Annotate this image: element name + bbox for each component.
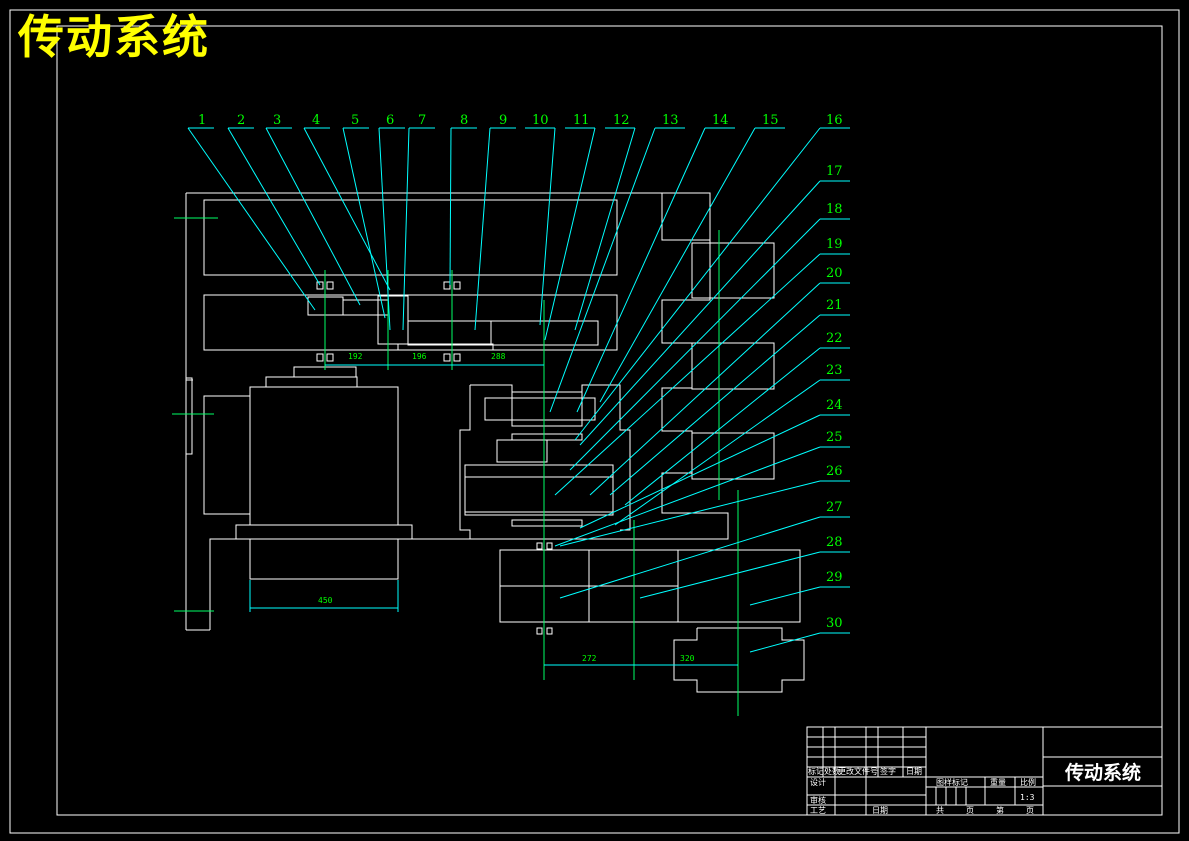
drawing-frame xyxy=(9,9,1180,834)
tb-label: 更改文件号 xyxy=(838,767,878,776)
leader-lines xyxy=(187,127,850,653)
part-label: 5 xyxy=(351,113,359,128)
dimension-labels: 192 196 288 450 272 320 xyxy=(318,352,695,663)
part-label: 21 xyxy=(826,298,843,313)
tb-label: 审核 xyxy=(810,796,826,805)
dimension-value: 192 xyxy=(348,352,363,361)
tb-label: 日期 xyxy=(872,806,888,815)
tb-label: 第 xyxy=(996,806,1004,815)
dimension-value: 196 xyxy=(412,352,427,361)
dimension-value: 272 xyxy=(582,654,597,663)
dimension-value: 288 xyxy=(491,352,506,361)
part-label: 1 xyxy=(198,113,206,128)
tb-label: 设计 xyxy=(810,778,826,787)
part-label: 14 xyxy=(712,113,729,128)
title-block xyxy=(806,726,1163,816)
part-label: 3 xyxy=(273,113,281,128)
dimension-lines xyxy=(249,364,738,666)
part-number-labels: 1 2 3 4 5 6 7 8 9 10 11 12 13 14 15 16 1… xyxy=(198,113,843,631)
tb-label: 重量 xyxy=(990,778,1006,787)
tb-label: 比例 xyxy=(1020,778,1036,787)
tb-label: 日期 xyxy=(906,767,922,776)
tb-label: 标记处数 xyxy=(808,767,840,776)
tb-label: 页 xyxy=(966,806,974,815)
part-label: 16 xyxy=(826,113,843,128)
dimension-value: 320 xyxy=(680,654,695,663)
part-label: 7 xyxy=(418,113,426,128)
part-label: 11 xyxy=(573,113,590,128)
part-label: 18 xyxy=(826,202,843,217)
part-label: 17 xyxy=(826,164,843,179)
part-label: 27 xyxy=(826,500,843,515)
part-label: 4 xyxy=(312,113,320,128)
part-label: 25 xyxy=(826,430,843,445)
part-label: 19 xyxy=(826,237,843,252)
part-label: 15 xyxy=(762,113,779,128)
tb-label: 页 xyxy=(1026,806,1034,815)
part-label: 26 xyxy=(826,464,843,479)
part-label: 29 xyxy=(826,570,843,585)
drawing-title: 传动系统 xyxy=(18,10,210,64)
dimension-value: 450 xyxy=(318,596,333,605)
tb-label: 工艺 xyxy=(810,806,826,815)
part-label: 9 xyxy=(499,113,507,128)
part-label: 28 xyxy=(826,535,843,550)
part-label: 20 xyxy=(826,266,843,281)
title-block-scale: 1:3 xyxy=(1020,793,1035,802)
tb-label: 共 xyxy=(936,806,944,815)
center-lines xyxy=(172,217,739,716)
part-label: 2 xyxy=(237,113,245,128)
part-label: 6 xyxy=(386,113,394,128)
part-label: 23 xyxy=(826,363,843,378)
mechanism-outline xyxy=(185,192,805,693)
tb-label: 签字 xyxy=(880,767,896,776)
title-block-name: 传动系统 xyxy=(1064,762,1141,784)
part-label: 10 xyxy=(532,113,549,128)
part-label: 8 xyxy=(460,113,468,128)
part-label: 24 xyxy=(826,398,843,413)
part-label: 12 xyxy=(613,113,630,128)
tb-label: 图样标记 xyxy=(936,778,968,787)
part-label: 13 xyxy=(662,113,679,128)
part-label: 22 xyxy=(826,331,843,346)
part-label: 30 xyxy=(826,616,843,631)
